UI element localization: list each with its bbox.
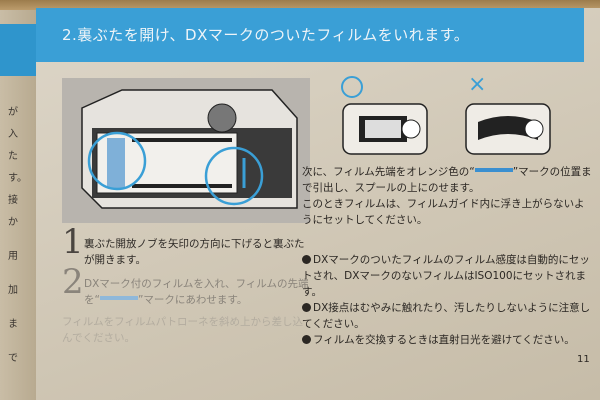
margin-char: た	[8, 151, 18, 162]
step-number: 2	[62, 262, 84, 302]
margin-char: 加	[8, 285, 18, 296]
step-1: 1 裏ぶた開放ノブを矢印の方向に下げると裏ぶたが開きます。	[62, 222, 312, 268]
note: DX接点はむやみに触れたり、汚したりしないように注意してください。	[302, 300, 592, 332]
note-text: DXマークのついたフィルムのフィルム感度は自動的にセットされ、DXマークのないフ…	[302, 254, 590, 298]
margin-char: 接	[8, 195, 18, 206]
left-page: が 入 た す。 接 か 用 加 ま で	[0, 10, 36, 400]
margin-char: 用	[8, 251, 18, 262]
margin-char: ま	[8, 319, 18, 330]
step-text: フィルムをフィルムパトローネを斜め上から差し込んでください。	[62, 316, 303, 344]
note: DXマークのついたフィルムのフィルム感度は自動的にセットされ、DXマークのないフ…	[302, 252, 592, 300]
step-text-part: ”マークにあわせます。	[137, 294, 248, 306]
circle-icon	[341, 76, 363, 98]
bullet-icon	[302, 255, 311, 264]
left-page-text: が 入 た す。 接 か 用 加 ま で	[8, 102, 27, 370]
para-text: 次に、フィルム先端をオレンジ色の“	[302, 166, 475, 178]
camera-illustration	[62, 78, 310, 223]
step-text: 裏ぶた開放ノブを矢印の方向に下げると裏ぶたが開きます。	[84, 238, 305, 266]
step-2: 2 DXマーク付のフィルムを入れ、フィルムの先端を“”マークにあわせます。	[62, 262, 312, 308]
bullet-icon	[302, 303, 311, 312]
note-text: フィルムを交換するときは直射日光を避けてください。	[313, 334, 575, 346]
notes: DXマークのついたフィルムのフィルム感度は自動的にセットされ、DXマークのないフ…	[302, 252, 592, 348]
film-correct-diagram	[342, 103, 428, 155]
step-note: フィルムをフィルムパトローネを斜め上から差し込んでください。	[62, 314, 312, 346]
margin-char: で	[8, 353, 18, 364]
orange-mark-symbol	[99, 296, 138, 300]
margin-char: 入	[8, 129, 18, 140]
note-text: DX接点はむやみに触れたり、汚したりしないように注意してください。	[302, 302, 591, 330]
cross-icon: ×	[468, 72, 487, 97]
margin-char: す。	[8, 173, 27, 184]
orange-mark-symbol	[474, 168, 513, 172]
margin-char: か	[8, 217, 18, 228]
bullet-icon	[302, 335, 311, 344]
note: フィルムを交換するときは直射日光を避けてください。	[302, 332, 592, 348]
section-title: 2.裏ぶたを開け、DXマークのついたフィルムをいれます。	[62, 26, 470, 44]
step-number: 1	[62, 222, 84, 262]
instruction-paragraph: 次に、フィルム先端をオレンジ色の“”マークの位置まで引出し、スプールの上にのせま…	[302, 164, 592, 228]
step-text-part: DXマーク付のフィルムを入れ、フィルムの先端を“	[84, 278, 309, 306]
para-text: ”マークの位置まで引出し、スプールの上にのせます。	[302, 166, 592, 194]
manual-page: 2.裏ぶたを開け、DXマークのついたフィルムをいれます。 × 次に、フィルム先端…	[36, 8, 600, 400]
camera-back-open-icon	[81, 89, 298, 209]
para-text: このときフィルムは、フィルムガイド内に浮き上がらないようにセットしてください。	[302, 198, 585, 226]
page-number: 11	[577, 354, 590, 365]
margin-char: が	[8, 107, 18, 118]
film-incorrect-diagram	[465, 103, 551, 155]
step-text: DXマーク付のフィルムを入れ、フィルムの先端を“”マークにあわせます。	[84, 276, 312, 308]
section-banner: 2.裏ぶたを開け、DXマークのついたフィルムをいれます。	[36, 8, 584, 62]
left-page-banner	[0, 24, 36, 76]
